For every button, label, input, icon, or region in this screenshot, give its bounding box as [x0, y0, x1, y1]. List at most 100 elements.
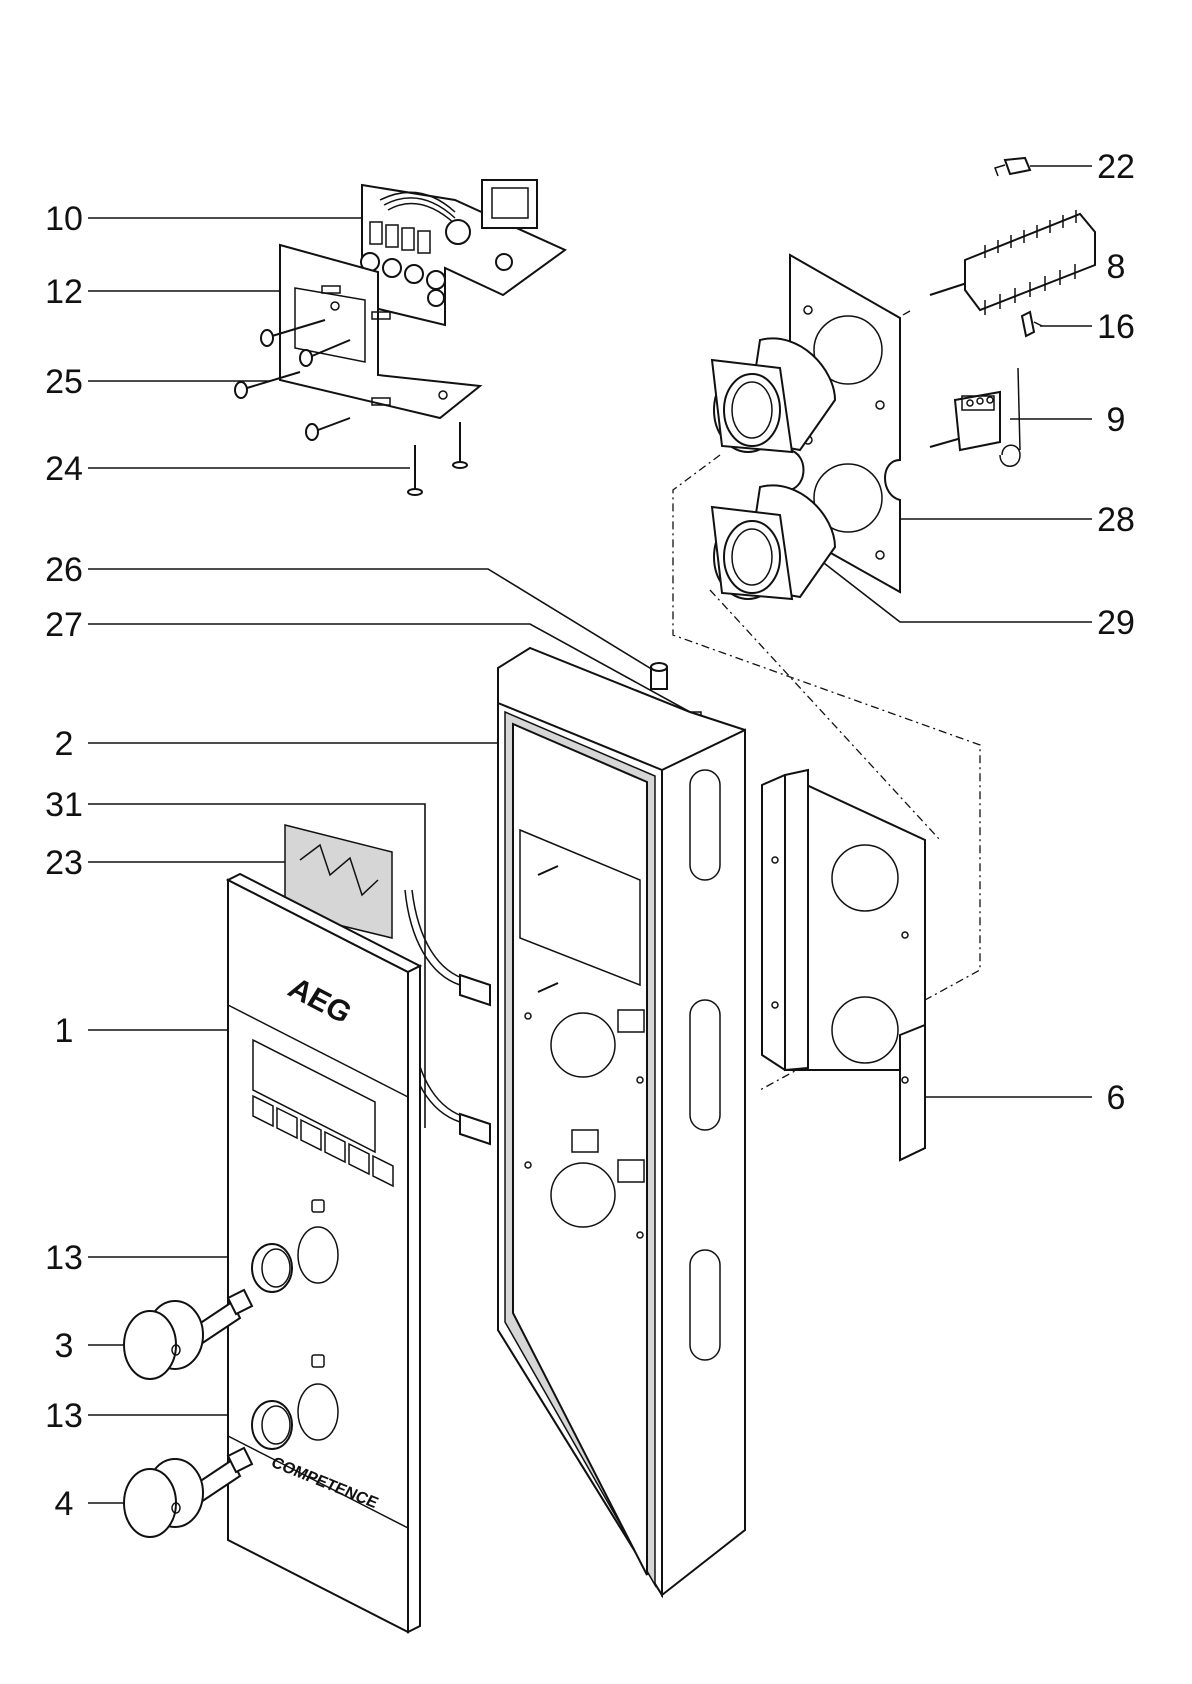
- frame-slot-2: [689, 999, 721, 1131]
- bezel-ring-part-13-lower: [251, 1400, 293, 1450]
- bracket-tab: [899, 1023, 926, 1162]
- connector-upper: [459, 973, 491, 1007]
- pins-part-24: [407, 422, 468, 496]
- callout-4: 4: [55, 1485, 74, 1523]
- wire-upper-a: [404, 889, 461, 986]
- bracket-slot-b: [371, 311, 391, 320]
- indicator-icon-1: [311, 1199, 325, 1213]
- knob-hole-1: [297, 1226, 339, 1284]
- callout-26: 26: [45, 551, 83, 589]
- frame-inner: [512, 722, 648, 1576]
- display-window-cutout: [252, 1038, 376, 1154]
- btn-icon-6: [372, 1154, 394, 1188]
- frame-part-2: [497, 646, 746, 1599]
- btn-icon-3: [300, 1118, 322, 1152]
- wiring-part-31: [404, 889, 491, 1146]
- leader-26: [88, 568, 659, 674]
- callout-29: 29: [1097, 604, 1135, 642]
- callout-12: 12: [45, 273, 83, 311]
- bracket-plate: [279, 243, 483, 420]
- callout-23: 23: [45, 844, 83, 882]
- push-buttons: [360, 252, 446, 307]
- capacitor: [445, 219, 471, 245]
- ribbon-cable-b: [383, 197, 456, 219]
- btn-icon-5: [348, 1142, 370, 1176]
- screw-25a: [260, 319, 326, 347]
- pin-24a: [407, 445, 423, 496]
- btn-icon-2: [276, 1106, 298, 1140]
- frame-hole-2: [550, 1162, 616, 1228]
- bracket-window: [294, 287, 366, 363]
- capacitor-small: [495, 253, 513, 271]
- callout-27: 27: [45, 606, 83, 644]
- screw-25b: [299, 339, 351, 367]
- wire-upper-b: [411, 889, 469, 981]
- plate-hole-upper: [813, 315, 883, 385]
- ribbon-cable: [379, 191, 456, 213]
- terminal-block: [961, 395, 995, 411]
- clip-part-22: [994, 156, 1032, 177]
- knob-hole-2: [297, 1383, 339, 1441]
- frame-slot-3: [689, 1249, 721, 1361]
- sleeve-upper: [710, 337, 837, 454]
- btn-icon-1: [252, 1094, 274, 1128]
- rotary-switch-part-8: [929, 210, 1096, 315]
- pin-24b: [452, 422, 468, 469]
- callout-3: 3: [55, 1327, 74, 1365]
- capillary-tube: [1017, 367, 1021, 451]
- sleeve-lower: [710, 484, 837, 601]
- screws-part-25: [234, 319, 351, 441]
- btn-icon-4: [324, 1130, 346, 1164]
- callout-9: 9: [1107, 401, 1126, 439]
- ribbon-cable-c: [387, 202, 456, 225]
- callout-13-upper: 13: [45, 1239, 83, 1277]
- panel-side-edge: [407, 964, 421, 1634]
- sleeves-part-29: [710, 337, 837, 601]
- capillary-coil: [999, 444, 1021, 467]
- leader-lines: [88, 165, 1092, 1504]
- panel-divider-2: [227, 1435, 409, 1529]
- side-bracket-part-6: [761, 768, 926, 1162]
- callout-8: 8: [1107, 248, 1126, 286]
- callout-22: 22: [1097, 148, 1135, 186]
- leader-27: [88, 623, 691, 713]
- assembly-line-right: [672, 454, 981, 1091]
- leader-29: [819, 559, 1092, 623]
- callout-28: 28: [1097, 501, 1135, 539]
- knob-part-4: [123, 1446, 254, 1538]
- callout-31: 31: [45, 786, 83, 824]
- spacer-part-26: [650, 662, 668, 690]
- callout-2: 2: [55, 725, 74, 763]
- control-buttons-row: [252, 1094, 394, 1188]
- knob-part-3: [123, 1288, 254, 1380]
- clip-part-16: [1020, 310, 1043, 338]
- callout-1: 1: [55, 1012, 74, 1050]
- screw-25c: [234, 371, 301, 399]
- callout-labels: 22 10 8 12 16 25 9 24 28 26 29 27 2 31 2…: [45, 148, 1135, 1523]
- bracket-slot-c: [371, 397, 391, 406]
- leader-31: [88, 803, 426, 1128]
- panel-divider-1: [227, 1004, 409, 1098]
- bracket-part-12: [279, 243, 483, 420]
- callout-10: 10: [45, 200, 83, 238]
- connector-lower: [459, 1112, 491, 1146]
- transformer-core: [491, 187, 529, 219]
- assembly-line-lower: [709, 589, 941, 841]
- frame-side: [661, 728, 746, 1598]
- display-digits: [369, 221, 431, 254]
- frame-cutout-upper: [519, 828, 641, 987]
- display-board-part-10: [360, 179, 567, 327]
- indicator-icon-2: [311, 1354, 325, 1368]
- callout-13-lower: 13: [45, 1397, 83, 1435]
- callout-16: 16: [1097, 308, 1135, 346]
- thermostat-part-9: [929, 367, 1021, 467]
- screw-small-2: [537, 982, 559, 993]
- callout-6: 6: [1107, 1079, 1126, 1117]
- screw-25d: [305, 417, 351, 441]
- frame-slot-1: [689, 769, 721, 881]
- screw-small: [537, 865, 559, 876]
- callout-25: 25: [45, 363, 83, 401]
- bezel-ring-part-13-upper: [251, 1243, 293, 1293]
- frame-hole-1: [550, 1012, 616, 1078]
